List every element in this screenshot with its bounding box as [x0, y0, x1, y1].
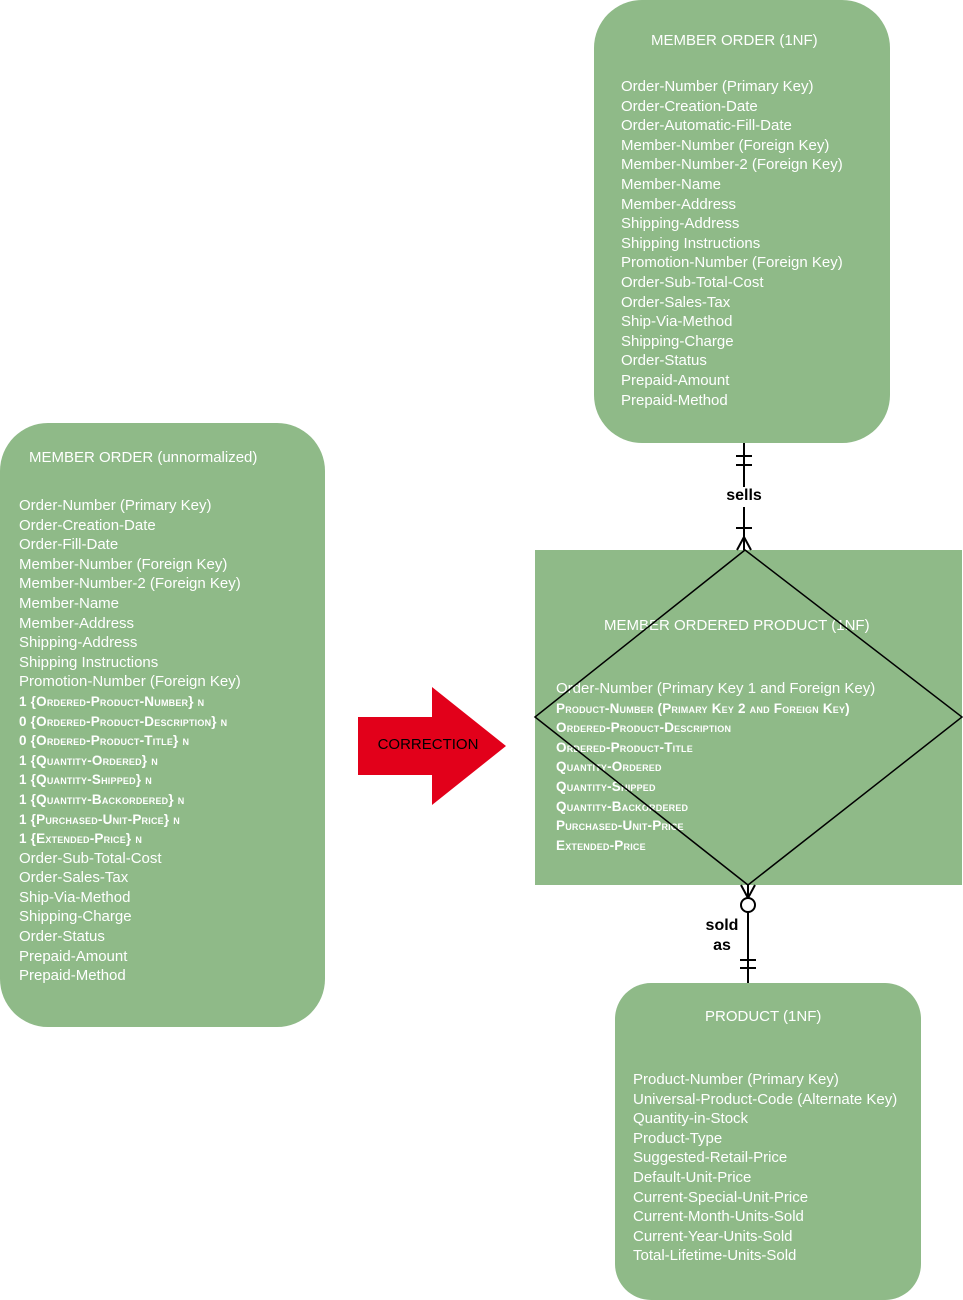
attribute-item: Universal-Product-Code (Alternate Key): [633, 1090, 898, 1108]
attribute-item: 1 {Quantity-Shipped} n: [19, 772, 152, 788]
attribute-item: Shipping Instructions: [621, 234, 761, 252]
entity-title: MEMBER ORDER (1NF): [651, 32, 818, 49]
entity-title: MEMBER ORDER (unnormalized): [29, 449, 258, 466]
attribute-item: Quantity-Shipped: [556, 778, 656, 794]
attribute-item: Member-Address: [621, 195, 737, 213]
attribute-list: Order-Number (Primary Key 1 and Foreign …: [556, 679, 875, 855]
attribute-item: Ordered-Product-Description: [556, 720, 732, 736]
attribute-item: Order-Status: [621, 352, 707, 370]
attribute-item: Shipping-Charge: [19, 908, 132, 926]
attribute-item: Current-Month-Units-Sold: [633, 1208, 804, 1226]
zero-mark: [740, 897, 756, 913]
attribute-item: Member-Number (Foreign Key): [621, 136, 830, 154]
attribute-item: Ship-Via-Method: [19, 888, 131, 906]
attribute-item: Order-Sub-Total-Cost: [621, 273, 764, 291]
attribute-item: Ordered-Product-Title: [556, 739, 693, 755]
attribute-item: Total-Lifetime-Units-Sold: [633, 1247, 797, 1265]
attribute-item: Member-Name: [19, 594, 120, 612]
attribute-item: Extended-Price: [556, 837, 646, 853]
attribute-item: Current-Special-Unit-Price: [633, 1188, 809, 1206]
entity-title: MEMBER ORDERED PRODUCT (1NF): [604, 617, 870, 634]
attribute-item: Shipping-Charge: [621, 332, 734, 350]
attribute-list: Product-Number (Primary Key) Universal-Pr…: [633, 1070, 897, 1266]
attribute-item: Prepaid-Amount: [621, 371, 730, 389]
crowfoot-mark: [747, 884, 756, 899]
entity-title: PRODUCT (1NF): [705, 1008, 822, 1025]
attribute-item: Product-Number (Primary Key 2 and Foreig…: [556, 700, 850, 716]
attribute-item: Promotion-Number (Foreign Key): [621, 254, 843, 272]
attribute-item: 0 {Ordered-Product-Title} n: [19, 733, 190, 749]
entity-member-order-1nf: MEMBER ORDER (1NF) Order-Number (Primary…: [594, 0, 890, 443]
attribute-item: 1 {Quantity-Backordered} n: [19, 791, 185, 807]
entity-member-ordered-product-1nf: MEMBER ORDERED PRODUCT (1NF) Order-Numbe…: [535, 550, 962, 885]
attribute-item: Shipping-Address: [621, 215, 740, 233]
relationship-label-sold-as: sold as: [698, 916, 746, 956]
attribute-item: Product-Number (Primary Key): [633, 1071, 839, 1088]
attribute-item: Order-Creation-Date: [621, 97, 758, 115]
attribute-list: Order-Number (Primary Key) Order-Creation…: [621, 77, 843, 410]
attribute-item: Order-Number (Primary Key 1 and Foreign …: [556, 680, 876, 697]
attribute-item: 1 {Purchased-Unit-Price} n: [19, 811, 180, 827]
attribute-item: Order-Sales-Tax: [19, 869, 129, 887]
attribute-item: Quantity-Backordered: [556, 798, 689, 814]
attribute-item: Quantity-Ordered: [556, 759, 662, 775]
relationship-label-line: sold: [705, 917, 739, 934]
attribute-item: Prepaid-Method: [19, 967, 126, 985]
correction-label: CORRECTION: [377, 736, 479, 753]
crowfoot-mark: [736, 536, 745, 551]
attribute-item: Member-Name: [621, 175, 722, 193]
attribute-item: Member-Number-2 (Foreign Key): [621, 156, 843, 174]
relationship-label-sells: sells: [726, 487, 762, 504]
attribute-item: Order-Sales-Tax: [621, 293, 731, 311]
attribute-item: Ship-Via-Method: [621, 313, 733, 331]
attribute-item: 1 {Ordered-Product-Number} n: [19, 693, 205, 709]
attribute-item: 0 {Ordered-Product-Description} n: [19, 713, 228, 729]
attribute-item: Order-Number (Primary Key): [621, 78, 814, 95]
entity-member-order-unnormalized: MEMBER ORDER (unnormalized) Order-Number…: [0, 423, 325, 1027]
attribute-item: Product-Type: [633, 1129, 723, 1147]
crowfoot-mark: [740, 884, 749, 899]
attribute-item: Default-Unit-Price: [633, 1168, 752, 1186]
crowfoot-mark: [743, 536, 752, 551]
attribute-item: Purchased-Unit-Price: [556, 818, 684, 834]
attribute-item: Order-Creation-Date: [19, 516, 156, 534]
attribute-item: Suggested-Retail-Price: [633, 1149, 788, 1167]
attribute-item: 1 {Extended-Price} n: [19, 831, 143, 847]
attribute-item: 1 {Quantity-Ordered} n: [19, 752, 158, 768]
attribute-item: Shipping Instructions: [19, 653, 159, 671]
attribute-item: Shipping-Address: [19, 634, 138, 652]
attribute-list: Order-Number (Primary Key) Order-Creation…: [19, 497, 241, 987]
attribute-item: Member-Address: [19, 614, 135, 632]
attribute-item: Order-Sub-Total-Cost: [19, 849, 162, 867]
attribute-item: Quantity-in-Stock: [633, 1110, 749, 1128]
attribute-item: Prepaid-Method: [621, 391, 728, 409]
attribute-item: Prepaid-Amount: [19, 947, 128, 965]
attribute-item: Promotion-Number (Foreign Key): [19, 673, 241, 691]
attribute-item: Order-Status: [19, 928, 105, 946]
attribute-item: Order-Automatic-Fill-Date: [621, 117, 792, 135]
attribute-item: Order-Fill-Date: [19, 536, 119, 554]
attribute-item: Member-Number-2 (Foreign Key): [19, 575, 241, 593]
attribute-item: Current-Year-Units-Sold: [633, 1227, 793, 1245]
entity-product-1nf: PRODUCT (1NF) Product-Number (Primary Ke…: [615, 983, 921, 1300]
attribute-item: Order-Number (Primary Key): [19, 497, 212, 514]
relationship-label-line: as: [713, 937, 731, 954]
attribute-item: Member-Number (Foreign Key): [19, 555, 228, 573]
